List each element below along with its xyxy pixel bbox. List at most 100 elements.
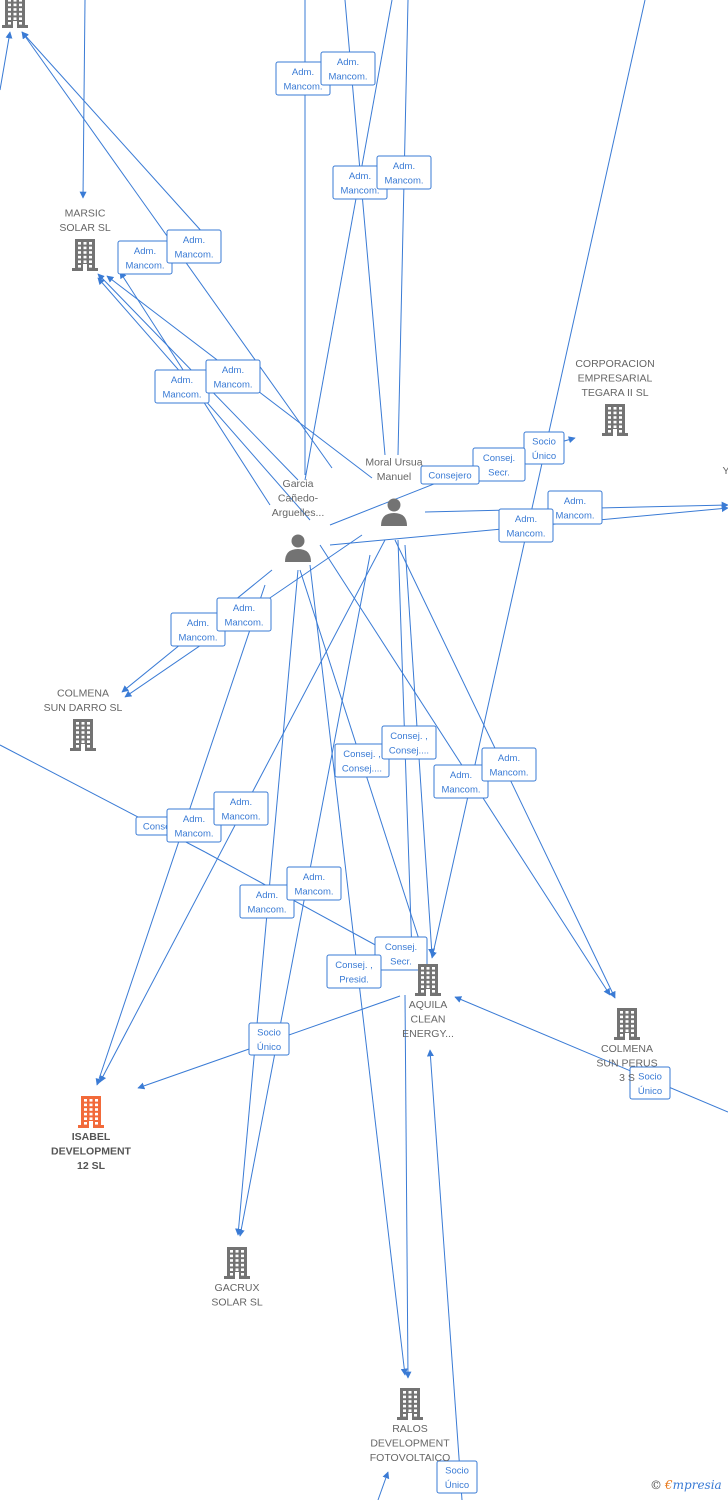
edge-label-text: Adm. <box>349 171 371 182</box>
relationship-edge <box>79 0 87 199</box>
edge-label-text: Mancom. <box>294 886 333 897</box>
node-label-line: Garcia <box>283 478 314 490</box>
edge-label-text: Adm. <box>498 753 520 764</box>
node-label-line: FOTOVOLTAICO <box>370 1452 451 1464</box>
node-label-line: DEVELOPMENT <box>51 1146 132 1158</box>
edge-label-text: Secr. <box>390 956 412 967</box>
edge-label-text: Único <box>257 1042 281 1053</box>
edge-label[interactable]: Adm. Mancom. <box>481 747 537 782</box>
edge-label-text: Consej.... <box>389 745 429 756</box>
edge-label[interactable]: Adm. Mancom. <box>216 597 272 632</box>
edge-label[interactable]: Consej. Secr. <box>374 936 428 971</box>
edge-label[interactable]: Adm.Mancom. <box>166 229 222 264</box>
edge-label-text: Adm. <box>171 375 193 386</box>
node-label-line: ENERGY... <box>402 1028 454 1040</box>
edge-label-text: Adm. <box>337 57 359 68</box>
person-icon <box>291 534 305 548</box>
edge-label-text: Mancom. <box>162 389 201 400</box>
empresia-logo: ©€mpresia <box>650 1478 722 1492</box>
edge-label-text: Adm. <box>256 890 278 901</box>
edge-label-text: Consej. <box>385 942 417 953</box>
node-label-line: ISABEL <box>72 1131 111 1143</box>
edge-label[interactable]: Adm.Mancom. <box>275 61 331 96</box>
edge-label[interactable]: Adm.Mancom. <box>213 791 269 826</box>
edge-label-text: Mancom. <box>328 71 367 82</box>
edge-label-text: Mancom. <box>224 617 263 628</box>
relationship-edge <box>21 31 205 235</box>
edge-label-text: Adm. <box>183 814 205 825</box>
edge-label-text: Mancom. <box>174 828 213 839</box>
node-label-line: SUN DARRO SL <box>44 702 123 714</box>
edge-label[interactable]: Adm.Mancom. <box>547 490 603 525</box>
node-label-line: 12 SL <box>77 1160 106 1172</box>
edge-label[interactable]: Adm.Mancom. <box>239 884 295 919</box>
edge-label-text: Consej. <box>143 822 175 833</box>
node-label-line: MARSIC <box>65 208 106 220</box>
relationship-edge <box>397 0 409 456</box>
edge-label-text: Adm. <box>515 514 537 525</box>
edge-label[interactable]: Consej. ,Presid. <box>326 954 382 989</box>
edge-label-text: Mancom. <box>340 185 379 196</box>
edge-label-text: Consej. , <box>335 960 373 971</box>
edge-label-text: Mancom. <box>506 528 545 539</box>
edge-label-text: Consej. , <box>343 749 381 760</box>
node-isabel[interactable]: ISABEL DEVELOPMENT 12 SL <box>51 1096 132 1172</box>
node-aquila[interactable]: AQUILACLEANENERGY... <box>402 964 454 1040</box>
node-garcia[interactable]: GarciaCañedo-Arguelles... <box>272 478 325 562</box>
edge-label-text: Mancom. <box>384 175 423 186</box>
edge-label[interactable]: Adm. Mancom. <box>154 369 210 404</box>
relationship-edge <box>0 31 13 91</box>
edge-label-text: Adm. <box>134 246 156 257</box>
edge-label[interactable]: Consej. ,Consej.... <box>381 725 437 760</box>
edge-label-text: Consejero <box>428 471 471 482</box>
edge-label[interactable]: Adm. Mancom. <box>320 51 376 86</box>
person-icon <box>387 498 401 512</box>
edge-label[interactable]: Adm.Mancom. <box>205 359 261 394</box>
edge-label[interactable]: Adm. Mancom. <box>117 240 173 275</box>
edge-labels-layer: Adm. Mancom. Adm. Mancom. Adm. Mancom. Adm. Man… <box>117 51 671 1494</box>
edge-label-text: Único <box>445 1480 469 1491</box>
edge-label-text: Adm. <box>393 161 415 172</box>
relationship-edge <box>304 0 393 481</box>
node-top-left-company[interactable] <box>2 0 28 28</box>
edge-label[interactable]: Adm. Mancom. <box>498 508 554 543</box>
edge-label[interactable]: Adm. Mancom. <box>376 155 432 190</box>
edge-label-text: Mancom. <box>125 260 164 271</box>
node-label-line: Cañedo- <box>278 493 319 505</box>
node-label-line: COLMENA <box>601 1043 653 1055</box>
node-label-line: AQUILA <box>409 999 448 1011</box>
node-label-line: GACRUX <box>215 1282 260 1294</box>
edge-label[interactable]: Adm.Mancom. <box>170 612 226 647</box>
edge-label[interactable]: Consejero <box>420 465 480 485</box>
edge-label-text: Mancom. <box>178 632 217 643</box>
node-label-line: RALOS <box>392 1423 428 1435</box>
node-gacrux[interactable]: GACRUX SOLAR SL <box>211 1247 263 1309</box>
brand-name: mpresia <box>672 1478 722 1492</box>
edge-label-text: Consej. <box>483 453 515 464</box>
edge-label-text: Adm. <box>230 797 252 808</box>
node-label-line: SOLAR SL <box>211 1297 263 1309</box>
edge-label-text: Adm. <box>183 235 205 246</box>
edge-label-text: Mancom. <box>489 767 528 778</box>
edge-label-text: Mancom. <box>555 510 594 521</box>
relationship-edge <box>426 1049 463 1500</box>
node-ralos[interactable]: RALOS DEVELOPMENT FOTOVOLTAICO <box>370 1388 451 1464</box>
edge-label[interactable]: Adm.Mancom. <box>286 866 342 901</box>
node-label-line: DEVELOPMENT <box>370 1438 450 1450</box>
edge-label[interactable]: Adm.Mancom. <box>433 764 489 799</box>
edge-label[interactable]: Consej. ,Consej.... <box>334 743 390 778</box>
edge-label[interactable]: Consej. Secr. <box>472 447 526 482</box>
edge-label[interactable]: Adm. Mancom. <box>166 808 222 843</box>
edge-label-text: Adm. <box>233 603 255 614</box>
edge-label-text: Secr. <box>488 467 510 478</box>
